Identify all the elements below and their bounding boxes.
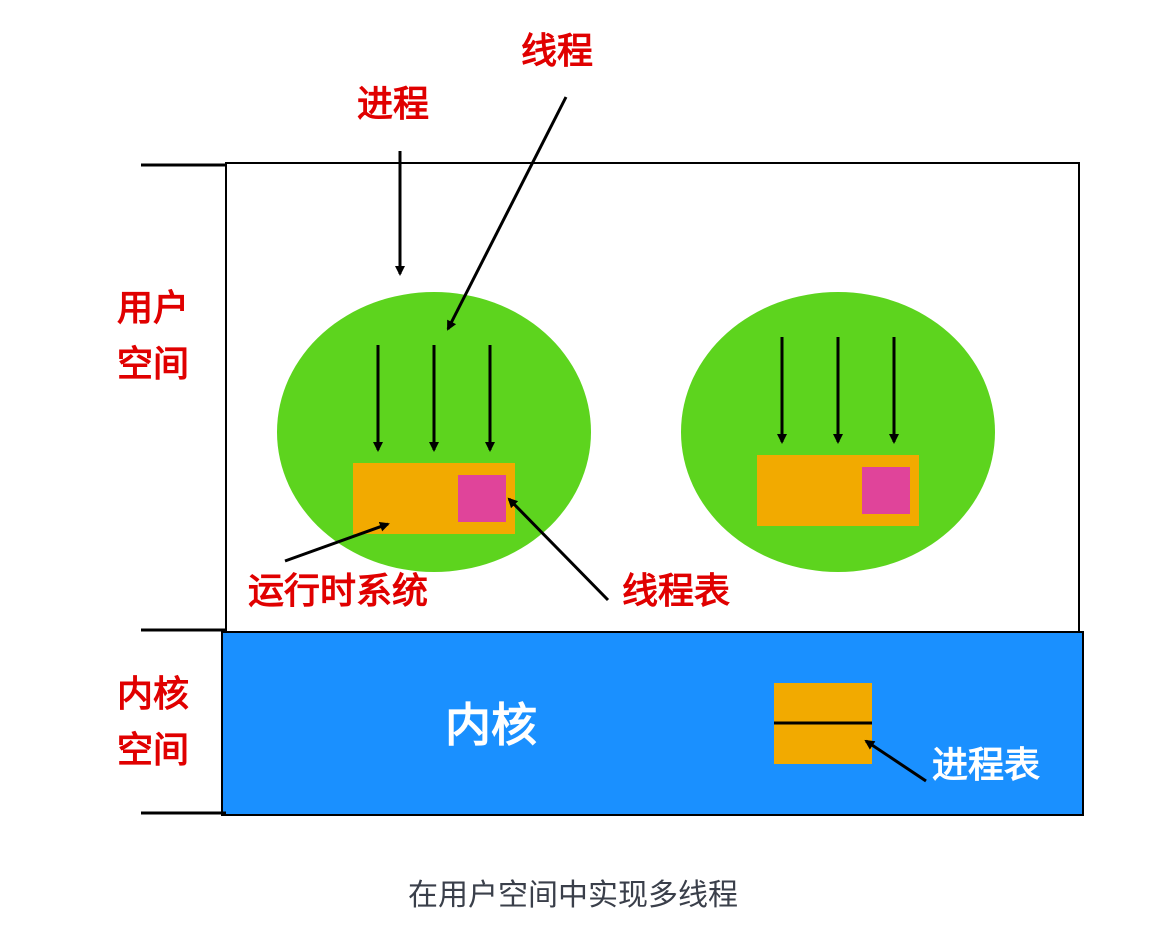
diagram-caption: 在用户空间中实现多线程	[408, 878, 738, 913]
process-2-thread-table	[862, 467, 910, 514]
thread-label: 线程	[521, 31, 593, 72]
kernel-label: 内核	[445, 698, 537, 752]
kernel-space-box	[221, 631, 1084, 816]
thread-table-label: 线程表	[622, 571, 730, 612]
thread-label-arrow	[446, 96, 568, 331]
process-label: 进程	[357, 84, 429, 125]
runtime-system-arrow	[284, 521, 390, 563]
kernel-space-label-line1: 内核	[117, 674, 189, 715]
user-space-label-line1: 用户	[117, 288, 189, 329]
process-1-thread-table	[458, 475, 506, 522]
process-table-arrow	[864, 739, 927, 783]
kernel-space-label-line2: 空间	[117, 730, 189, 771]
user-space-label-line2: 空间	[117, 344, 189, 385]
thread-table-arrow	[507, 497, 610, 602]
runtime-system-label: 运行时系统	[248, 571, 428, 612]
process-table-label: 进程表	[932, 745, 1040, 786]
